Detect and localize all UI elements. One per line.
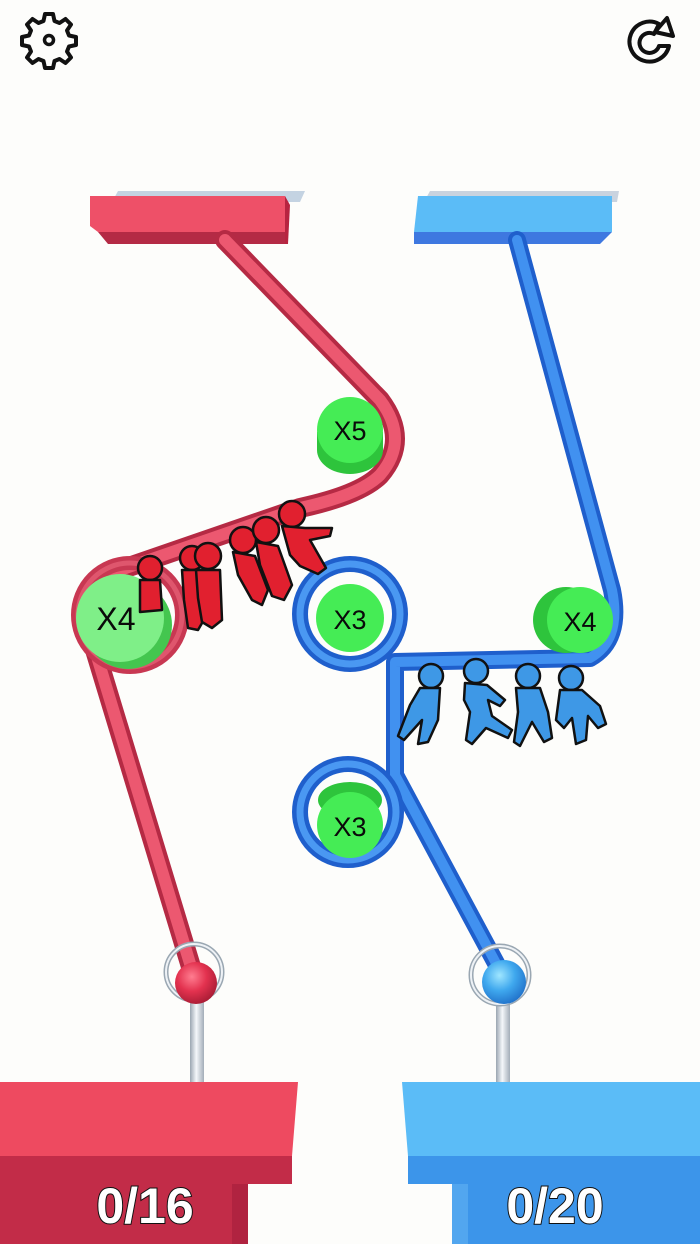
- stickman-blue: [462, 657, 514, 746]
- gear-icon: [20, 12, 78, 70]
- blue-rope[interactable]: [292, 231, 624, 989]
- restart-button[interactable]: [619, 8, 683, 72]
- multiplier-label: X5: [333, 416, 366, 446]
- stickman-red: [193, 541, 224, 630]
- blue-pin[interactable]: [468, 943, 532, 1085]
- red-goal-platform: [0, 1082, 298, 1244]
- multiplier-label: X4: [563, 607, 596, 637]
- blue-goal-platform: [402, 1082, 700, 1244]
- red-goal-counter: 0/16: [95, 1177, 194, 1235]
- stickman-blue: [554, 664, 608, 746]
- red-start-platform: [90, 191, 305, 244]
- settings-button[interactable]: [17, 8, 81, 72]
- stickman-red: [228, 525, 270, 607]
- multiplier-label: X3: [333, 605, 366, 635]
- stickman-red: [277, 499, 334, 576]
- multiplier-label: X3: [333, 812, 366, 842]
- stickman-red: [136, 554, 164, 614]
- blue-crowd: [396, 657, 608, 748]
- multiplier-x3-lower: X3: [317, 782, 383, 858]
- multiplier-x3-upper: X3: [316, 584, 384, 652]
- stickman-red: [251, 515, 294, 602]
- red-crowd: [136, 499, 334, 632]
- multiplier-x4-blue: X4: [533, 587, 613, 653]
- restart-icon: [627, 16, 675, 64]
- multiplier-label: X4: [96, 601, 135, 637]
- red-pin[interactable]: [163, 941, 225, 1085]
- stickman-blue: [512, 662, 554, 748]
- stickman-blue: [396, 662, 445, 746]
- blue-goal-counter: 0/20: [505, 1177, 604, 1235]
- multiplier-x5: X5: [317, 397, 383, 474]
